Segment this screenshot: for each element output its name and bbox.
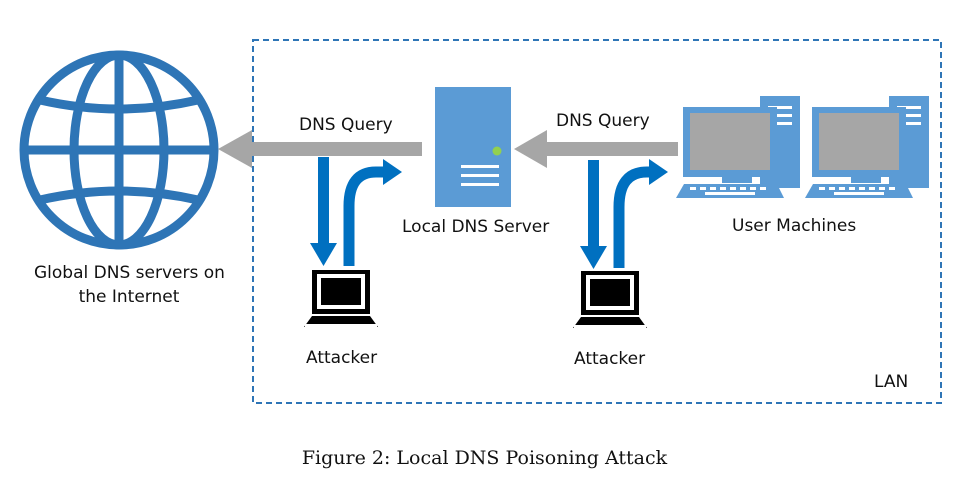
lan-boundary [252, 39, 942, 404]
laptop-icon [304, 270, 378, 327]
dns-query-arrow-left [218, 130, 422, 168]
figure-caption: Figure 2: Local DNS Poisoning Attack [301, 447, 668, 469]
desktop-computer-icon [805, 96, 929, 198]
attacker-label-left: Attacker [306, 348, 378, 368]
globe-icon [19, 50, 219, 250]
dns-query-arrow-right [514, 130, 678, 168]
global-dns-label-line2: the Internet [78, 287, 180, 307]
user-machines-label: User Machines [732, 216, 857, 236]
server-icon [435, 87, 511, 207]
desktop-computer-icon [676, 96, 800, 198]
global-dns-label-line1: Global DNS servers on [34, 263, 225, 283]
intercept-arrows-left [310, 157, 402, 266]
lan-label: LAN [874, 372, 909, 392]
laptop-icon [573, 271, 647, 328]
dns-query-label-left: DNS Query [299, 115, 393, 135]
dns-query-label-right: DNS Query [556, 111, 650, 131]
intercept-arrows-right [580, 159, 668, 269]
local-dns-server-label: Local DNS Server [402, 217, 550, 237]
attacker-label-right: Attacker [574, 349, 646, 369]
